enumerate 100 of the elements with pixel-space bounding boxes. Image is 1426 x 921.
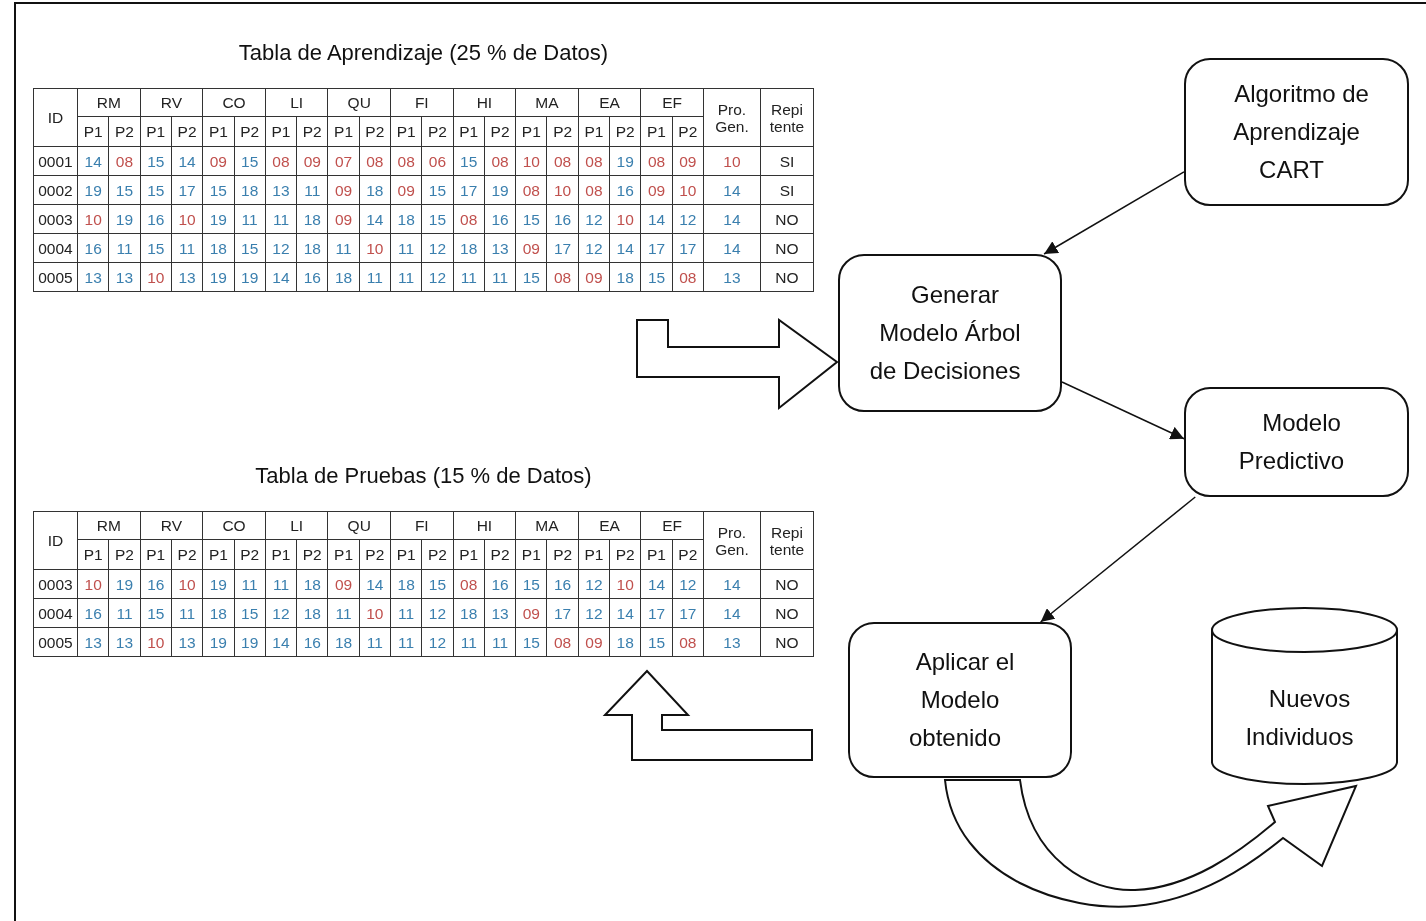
- table-cell: 18: [296, 204, 328, 234]
- column-header: P1: [390, 539, 422, 570]
- table-cell: 13: [77, 262, 109, 292]
- node-label: Modelo Predictivo: [1238, 409, 1346, 474]
- arrow: [1043, 171, 1185, 255]
- table-cell: 15: [515, 569, 547, 599]
- table-cell: 10: [609, 569, 641, 599]
- table-cell: 14: [609, 598, 641, 628]
- table-cell: 08: [359, 146, 391, 176]
- table-cell: 16: [547, 204, 579, 234]
- table-cell: 09: [515, 598, 547, 628]
- column-header: FI: [390, 88, 454, 117]
- table-cell: 12: [578, 569, 610, 599]
- column-header: LI: [265, 88, 328, 117]
- table-cell: 19: [202, 204, 234, 234]
- table-cell: 14: [640, 204, 673, 234]
- column-header: EF: [640, 88, 704, 117]
- table-cell: 15: [640, 627, 673, 657]
- table-cell: 11: [484, 262, 516, 292]
- table-cell: 17: [547, 233, 579, 263]
- column-header: P1: [390, 116, 422, 147]
- process-box: [1184, 387, 1409, 497]
- table-cell: 08: [390, 146, 422, 176]
- arrow: [1061, 381, 1185, 440]
- column-header: RV: [140, 88, 203, 117]
- column-header: EA: [578, 88, 641, 117]
- column-header: P2: [296, 116, 328, 147]
- table-cell: 10: [359, 233, 391, 263]
- table-cell: 14: [265, 627, 297, 657]
- table-cell: 10: [359, 598, 391, 628]
- table-cell: 13: [703, 262, 761, 292]
- column-header: RM: [77, 88, 141, 117]
- table-cell: 11: [390, 262, 422, 292]
- table-cell: 14: [609, 233, 641, 263]
- table-cell: 11: [453, 262, 485, 292]
- table-cell: 08: [453, 569, 485, 599]
- table-cell: 09: [390, 175, 422, 205]
- node-label: Nuevos Individuos: [1245, 685, 1355, 750]
- column-header: MA: [515, 511, 579, 540]
- table-cell: 12: [421, 627, 454, 657]
- table-cell: 12: [421, 262, 454, 292]
- column-header: P2: [108, 116, 141, 147]
- table-cell: 08: [578, 175, 610, 205]
- table-cell: NO: [760, 204, 814, 234]
- table-cell: 16: [140, 569, 172, 599]
- column-header: MA: [515, 88, 579, 117]
- table-cell: 17: [171, 175, 203, 205]
- table-cell: 0003: [33, 569, 78, 599]
- table-cell: 15: [421, 204, 454, 234]
- table-cell: 18: [327, 627, 360, 657]
- column-header: P1: [578, 539, 610, 570]
- table-cell: 19: [234, 627, 266, 657]
- table-cell: 18: [390, 204, 422, 234]
- table-cell: 07: [327, 146, 360, 176]
- table-cell: 18: [202, 233, 234, 263]
- table-cell: 14: [265, 262, 297, 292]
- table-cell: 06: [421, 146, 454, 176]
- table-cell: 12: [265, 598, 297, 628]
- table-cell: 18: [390, 569, 422, 599]
- column-header: CO: [202, 88, 266, 117]
- column-header: P1: [515, 539, 547, 570]
- column-header: P1: [265, 116, 297, 147]
- table-cell: 13: [77, 627, 109, 657]
- table-cell: 10: [140, 262, 172, 292]
- column-header: P1: [515, 116, 547, 147]
- table-cell: 11: [359, 627, 391, 657]
- column-header: P2: [234, 539, 266, 570]
- table-cell: 13: [171, 627, 203, 657]
- column-header: P2: [484, 116, 516, 147]
- table-cell: 19: [202, 569, 234, 599]
- table-cell: 13: [265, 175, 297, 205]
- column-header: Repi tente: [760, 88, 814, 147]
- table-cell: 15: [515, 627, 547, 657]
- table-cell: 11: [265, 204, 297, 234]
- column-header: LI: [265, 511, 328, 540]
- table-cell: 08: [547, 146, 579, 176]
- column-header: P2: [609, 116, 641, 147]
- column-header: CO: [202, 511, 266, 540]
- table-cell: 18: [296, 233, 328, 263]
- table-cell: 10: [703, 146, 761, 176]
- table-cell: 09: [327, 569, 360, 599]
- table-cell: 11: [359, 262, 391, 292]
- column-header: P1: [77, 539, 109, 570]
- table-cell: 18: [609, 262, 641, 292]
- table-cell: 12: [265, 233, 297, 263]
- table-cell: 10: [171, 569, 203, 599]
- table-cell: 14: [359, 569, 391, 599]
- block-arrow: [636, 318, 839, 411]
- table-cell: 15: [421, 569, 454, 599]
- column-header: P2: [171, 539, 203, 570]
- table-cell: 12: [672, 204, 704, 234]
- table-cell: 19: [108, 569, 141, 599]
- table-cell: 14: [703, 204, 761, 234]
- table-cell: 11: [171, 598, 203, 628]
- table-cell: 17: [640, 598, 673, 628]
- table-cell: 18: [296, 569, 328, 599]
- table-cell: 16: [296, 627, 328, 657]
- table-cell: 09: [515, 233, 547, 263]
- table-cell: 13: [108, 627, 141, 657]
- table-cell: 08: [515, 175, 547, 205]
